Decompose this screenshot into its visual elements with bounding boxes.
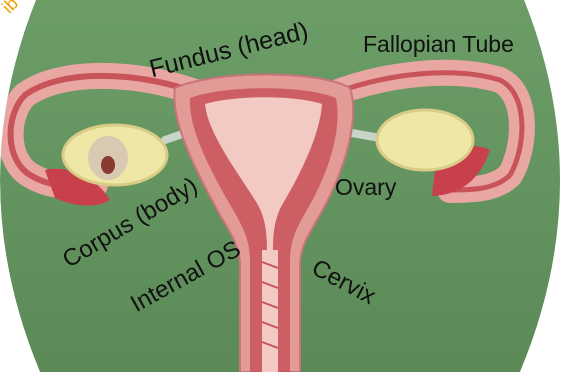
- left-ovary-corpus: [101, 156, 115, 174]
- right-ovary: [377, 110, 473, 170]
- label-ovary: Ovary: [335, 176, 396, 199]
- label-fallopian-tube: Fallopian Tube: [363, 33, 514, 56]
- cervical-canal: [262, 250, 278, 372]
